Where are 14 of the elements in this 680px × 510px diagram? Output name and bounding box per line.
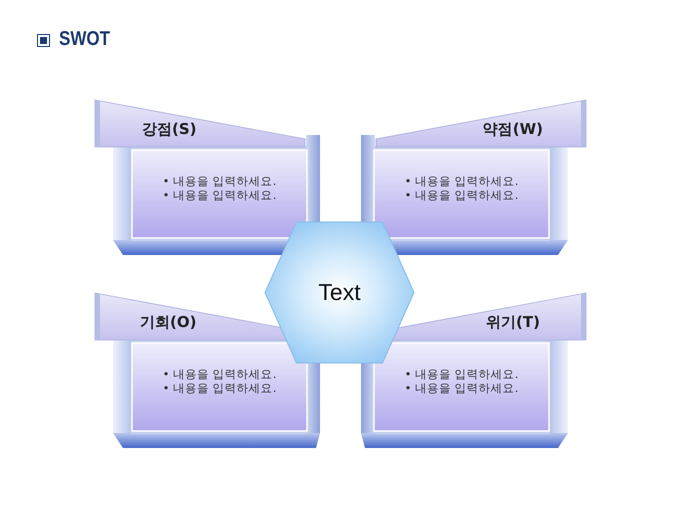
card-heading: 강점(S) — [142, 120, 197, 138]
bullet-item: • 내용을 입력하세요. — [162, 367, 276, 381]
bullet-item: • 내용을 입력하세요. — [404, 381, 518, 395]
bullet-item: • 내용을 입력하세요. — [162, 381, 276, 395]
card-heading: 기회(O) — [140, 313, 196, 331]
card-heading: 약점(W) — [482, 120, 543, 138]
bullet-item: • 내용을 입력하세요. — [162, 174, 276, 188]
card-heading: 위기(T) — [486, 313, 540, 331]
title: SWOT — [59, 28, 110, 50]
bullet-item: • 내용을 입력하세요. — [162, 188, 276, 202]
center-hexagon: Text — [264, 221, 415, 364]
bullet-item: • 내용을 입력하세요. — [404, 367, 518, 381]
bullet-item: • 내용을 입력하세요. — [404, 188, 518, 202]
bullet-item: • 내용을 입력하세요. — [404, 174, 518, 188]
